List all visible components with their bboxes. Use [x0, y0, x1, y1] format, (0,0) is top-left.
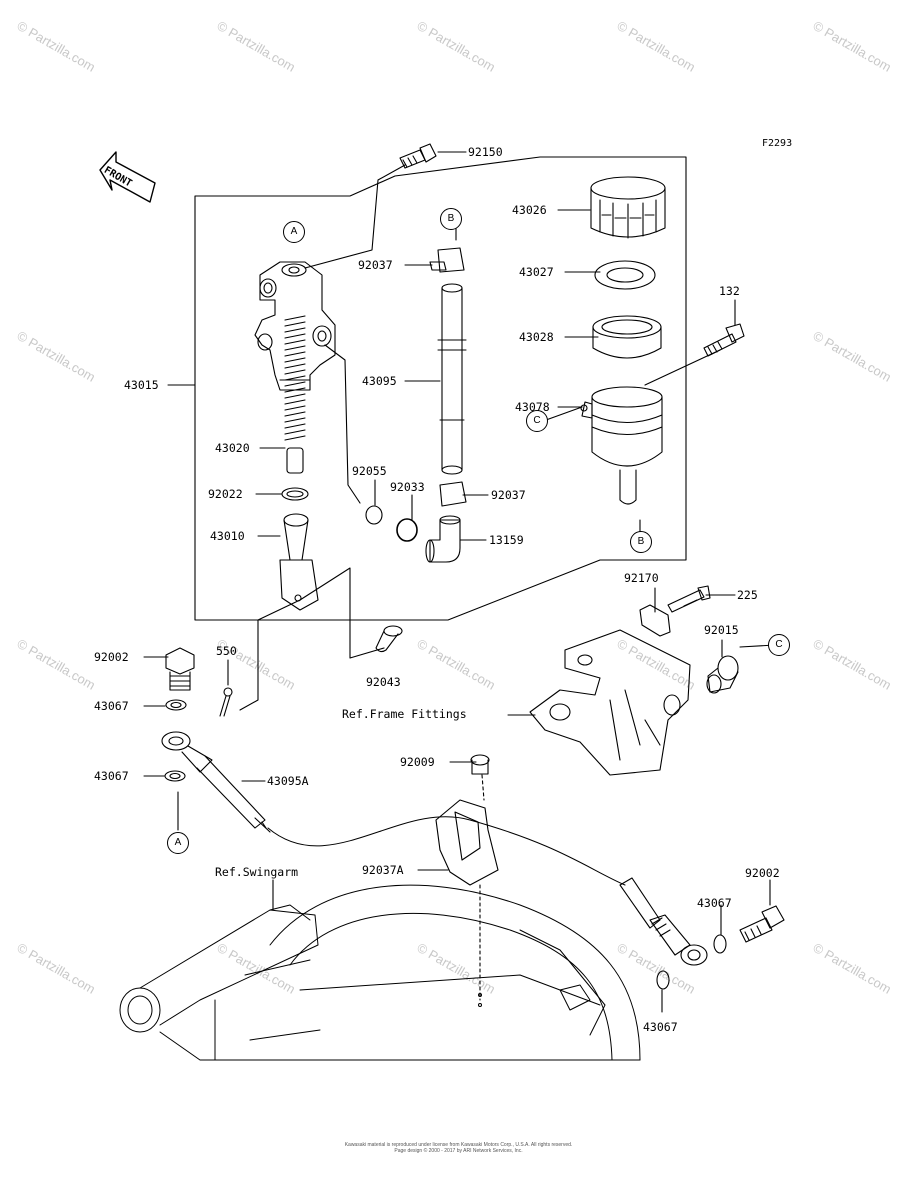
clip-92037-icon — [429, 247, 465, 273]
part-label-92037A[interactable]: 92037A — [362, 863, 404, 877]
callout-C: C — [768, 634, 790, 656]
bolt-92009-icon — [470, 754, 490, 775]
assembly-boundary — [194, 156, 687, 621]
o-ring-92055-icon — [365, 505, 383, 525]
master-cylinder-body-icon — [254, 261, 336, 391]
ref-swingarm: Ref.Swingarm — [215, 865, 299, 879]
reservoir-43078-icon — [580, 386, 663, 505]
part-label-92002[interactable]: 92002 — [745, 866, 780, 880]
clip-92037-icon — [439, 481, 467, 507]
part-label-43010[interactable]: 43010 — [210, 529, 245, 543]
banjo-bolt-92002-icon — [165, 647, 195, 691]
banjo-bolt-92002-icon — [739, 905, 785, 943]
part-label-43067[interactable]: 43067 — [697, 896, 732, 910]
part-label-225[interactable]: 225 — [737, 588, 758, 602]
callout-B: B — [440, 208, 462, 230]
swingarm-reference-icon — [119, 884, 641, 1061]
part-label-43026[interactable]: 43026 — [512, 203, 547, 217]
cotter-pin-550-icon — [219, 687, 233, 717]
hose-guide-92037A-icon — [435, 774, 499, 1001]
part-label-43095A[interactable]: 43095A — [267, 774, 309, 788]
fitting-13159-icon — [425, 515, 461, 563]
callout-C: C — [526, 410, 548, 432]
part-label-13159[interactable]: 13159 — [489, 533, 524, 547]
copyright-line-1: Kawasaki material is reproduced under li… — [344, 1142, 573, 1148]
part-label-92002[interactable]: 92002 — [94, 650, 129, 664]
callout-A: A — [167, 832, 189, 854]
part-label-43015[interactable]: 43015 — [124, 378, 159, 392]
plate-43027-icon — [594, 260, 656, 290]
spring-43020-icon — [284, 315, 306, 474]
hose-end-right-icon — [619, 877, 708, 966]
diaphragm-43028-icon — [592, 315, 662, 359]
circlip-92033-icon — [396, 518, 418, 542]
part-label-92009[interactable]: 92009 — [400, 755, 435, 769]
part-label-43095[interactable]: 43095 — [362, 374, 397, 388]
washer-43067-icon — [656, 970, 670, 990]
part-label-92170[interactable]: 92170 — [624, 571, 659, 585]
figure-code: F2293 — [762, 138, 793, 149]
part-label-92037[interactable]: 92037 — [491, 488, 526, 502]
part-label-92015[interactable]: 92015 — [704, 623, 739, 637]
part-label-132[interactable]: 132 — [719, 284, 740, 298]
collar-92015-icon — [706, 655, 739, 694]
washer-43067-icon — [165, 699, 187, 711]
part-label-92055[interactable]: 92055 — [352, 464, 387, 478]
frame-fitting-bracket-icon — [529, 629, 691, 776]
part-label-92037[interactable]: 92037 — [358, 258, 393, 272]
bracket-92170-icon — [639, 585, 711, 637]
part-label-43027[interactable]: 43027 — [519, 265, 554, 279]
washer-43067-icon — [713, 934, 727, 954]
leader-lines — [143, 151, 776, 1013]
copyright-line-2: Page design © 2000 - 2017 by ARI Network… — [394, 1148, 523, 1154]
reservoir-cap-43026-icon — [590, 176, 666, 239]
part-label-92043[interactable]: 92043 — [366, 675, 401, 689]
ring-92022-icon — [281, 487, 309, 501]
hose-43095-icon — [437, 283, 467, 475]
part-label-43067[interactable]: 43067 — [94, 699, 129, 713]
part-label-92033[interactable]: 92033 — [390, 480, 425, 494]
part-label-43067[interactable]: 43067 — [94, 769, 129, 783]
part-label-550[interactable]: 550 — [216, 644, 237, 658]
bolt-92150-icon — [399, 143, 437, 169]
part-label-92022[interactable]: 92022 — [208, 487, 243, 501]
bolt-132-icon — [703, 323, 745, 357]
part-label-92150[interactable]: 92150 — [468, 145, 503, 159]
ref-frame-fittings: Ref.Frame Fittings — [342, 707, 467, 721]
part-label-43020[interactable]: 43020 — [215, 441, 250, 455]
washer-43067-icon — [164, 770, 186, 782]
pushrod-43010-icon — [279, 513, 319, 611]
part-label-43028[interactable]: 43028 — [519, 330, 554, 344]
callout-B: B — [630, 531, 652, 553]
part-label-43067[interactable]: 43067 — [643, 1020, 678, 1034]
front-arrow-icon — [99, 151, 156, 203]
callout-A: A — [283, 221, 305, 243]
copyright-footer: Kawasaki material is reproduced under li… — [0, 1142, 917, 1154]
pin-92043-icon — [375, 625, 403, 653]
hose-43095A-icon — [161, 731, 626, 886]
